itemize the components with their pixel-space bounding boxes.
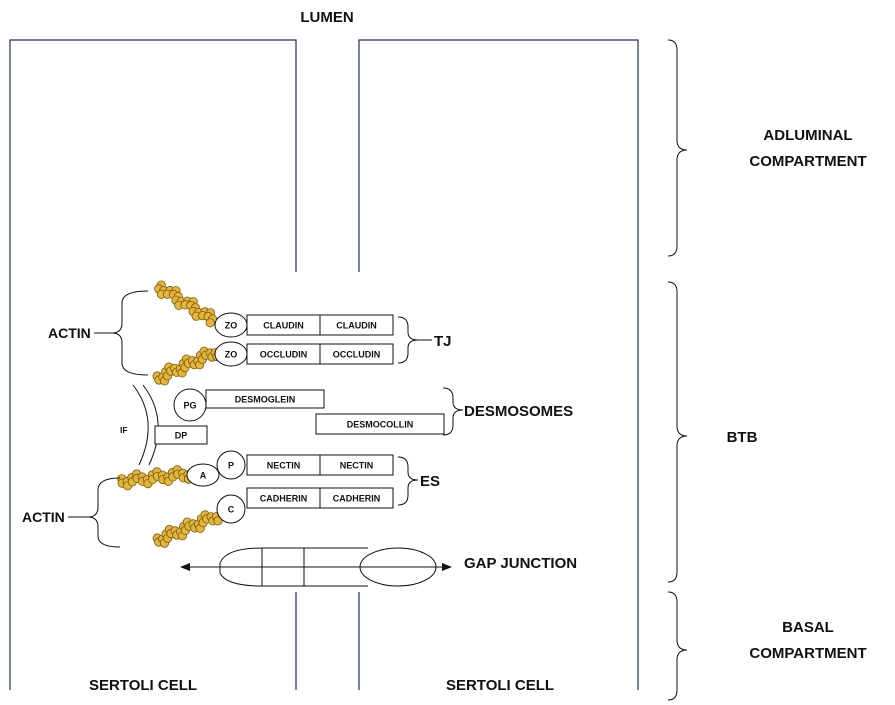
cell-membranes: [9, 39, 639, 690]
gap-junction-arrowhead-left: [180, 563, 190, 571]
sertoli-cell-right-label: SERTOLI CELL: [446, 677, 554, 694]
desmoglein-label: DESMOGLEIN: [235, 395, 296, 405]
basal-bracket: [667, 591, 688, 701]
desmocollin-label: DESMOCOLLIN: [347, 420, 414, 430]
actin-filament-tj-lower: [152, 346, 222, 386]
es-label: ES: [420, 473, 440, 490]
connexon-top-edge: [219, 547, 368, 564]
actin-filament-tj-upper: [154, 280, 218, 328]
tj-bracket: [397, 316, 419, 364]
connexon-bottom-edge: [219, 572, 368, 587]
c-label: C: [228, 505, 235, 515]
c-protein: [216, 494, 246, 524]
right-cell-membrane-upper: [358, 39, 639, 690]
cadherin-left-label: CADHERIN: [260, 494, 308, 504]
p-protein: [216, 450, 246, 480]
claudin-left-label: CLAUDIN: [263, 321, 304, 331]
desmosomes-bracket: [442, 387, 464, 436]
actin-bead: [205, 318, 215, 328]
nectin-right-label: NECTIN: [340, 461, 374, 471]
es-bracket: [397, 456, 419, 506]
tj-label: TJ: [434, 333, 452, 350]
actin-filaments: [117, 280, 223, 548]
basal-label-line1: BASAL: [782, 619, 834, 636]
actin-filament-es-upper: [117, 465, 194, 491]
actin-bead: [213, 516, 223, 526]
actin-top-label: ACTIN: [48, 325, 91, 341]
btb-bracket: [667, 281, 688, 583]
zo-upper-label: ZO: [225, 321, 238, 331]
left-cell-membrane-upper: [9, 39, 297, 690]
claudin-right-label: CLAUDIN: [336, 321, 377, 331]
desmoglein-box: [205, 389, 325, 409]
occludin-left-label: OCCLUDIN: [260, 350, 308, 360]
lumen-label: LUMEN: [300, 9, 353, 26]
adluminal-bracket: [667, 39, 688, 257]
gap-junction-label: GAP JUNCTION: [464, 555, 577, 572]
sertoli-cell-left-label: SERTOLI CELL: [89, 677, 197, 694]
btb-label: BTB: [727, 429, 758, 446]
if-label: IF: [120, 425, 128, 435]
actin-bottom-label: ACTIN: [22, 509, 65, 525]
actin-bottom-bracket: [87, 477, 121, 548]
adluminal-label-line1: ADLUMINAL: [763, 127, 852, 144]
pg-label: PG: [183, 401, 196, 411]
gap-junction-arrowhead-right: [442, 563, 452, 571]
basal-label-line2: COMPARTMENT: [749, 645, 866, 662]
gap-junction-connexon: [180, 547, 452, 587]
intermediate-filament-curve-2: [142, 384, 159, 466]
adluminal-label-line2: COMPARTMENT: [749, 153, 866, 170]
intermediate-filament-curve-1: [132, 384, 149, 466]
desmosomes-label: DESMOSOMES: [464, 403, 573, 420]
desmocollin-box: [315, 413, 445, 435]
zo-lower-label: ZO: [225, 350, 238, 360]
actin-filament-es-lower: [152, 510, 223, 548]
dp-label: DP: [175, 431, 188, 441]
p-label: P: [228, 461, 234, 471]
actin-top-bracket: [111, 290, 149, 376]
nectin-left-label: NECTIN: [267, 461, 301, 471]
cadherin-right-label: CADHERIN: [333, 494, 381, 504]
a-label: A: [200, 471, 207, 481]
occludin-right-label: OCCLUDIN: [333, 350, 381, 360]
dp-protein: [154, 425, 208, 445]
a-protein: [186, 463, 220, 487]
compartment-brackets: [667, 39, 688, 701]
